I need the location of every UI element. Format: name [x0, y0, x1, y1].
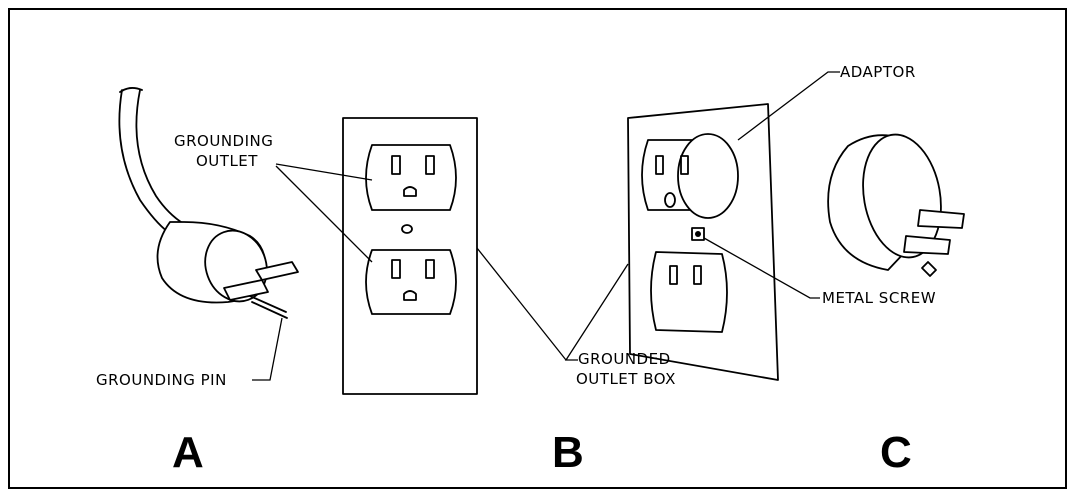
- label-grounded-outlet-box-line2: OUTLET BOX: [576, 370, 676, 388]
- label-metal-screw: METAL SCREW: [822, 289, 936, 307]
- panel-label-c: C: [880, 428, 912, 477]
- center-screw: [401, 224, 413, 234]
- label-grounding-outlet-line2: OUTLET: [196, 152, 258, 170]
- plugged-adaptor: [677, 133, 739, 219]
- leader-lines: [252, 71, 840, 381]
- label-grounding-outlet-line1: GROUNDING: [174, 132, 273, 150]
- upper-receptacle: [365, 144, 457, 211]
- panel-label-b: B: [552, 428, 584, 477]
- panel-label-a: A: [172, 428, 204, 477]
- standalone-adaptor: [827, 133, 965, 277]
- grounding-plug: [118, 87, 299, 319]
- label-adaptor: ADAPTOR: [840, 63, 916, 81]
- duplex-outlet: [342, 117, 478, 395]
- adaptor-outlet: [627, 103, 779, 381]
- label-grounded-outlet-box-line1: GROUNDED: [578, 350, 671, 368]
- lower-receptacle: [365, 249, 457, 315]
- label-grounding-pin: GROUNDING PIN: [96, 371, 227, 389]
